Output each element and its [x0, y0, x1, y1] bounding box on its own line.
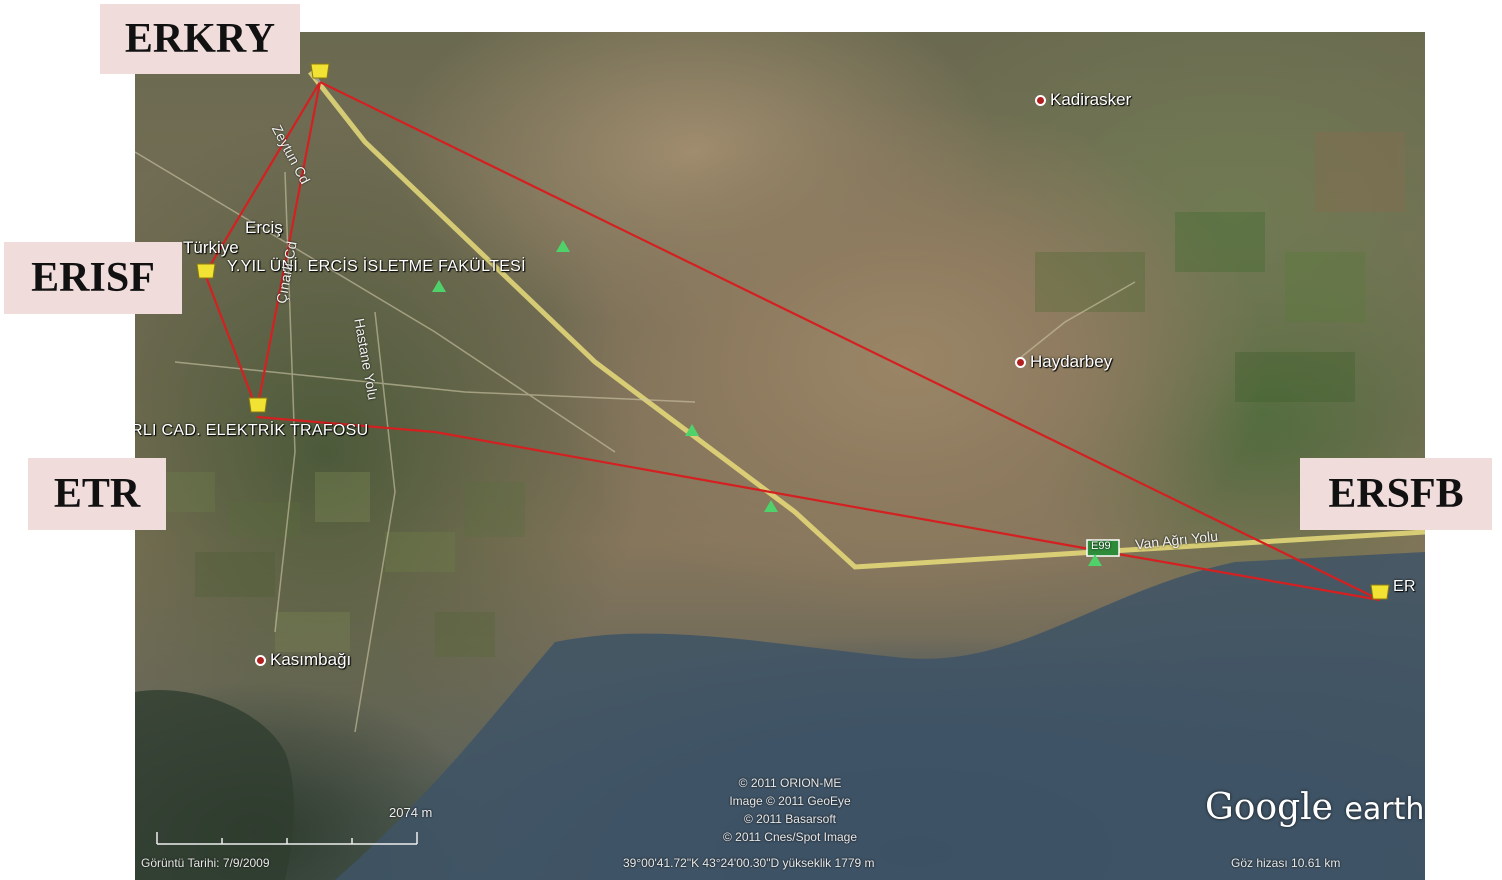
poi-faculty-label: Y.YIL ÜNİ. ERCİS İSLETME FAKÜLTESİ	[227, 258, 526, 275]
place-kasimbagi: Kasımbağı	[255, 650, 351, 670]
scale-bar	[156, 832, 418, 845]
credit-line: © 2011 ORION-ME	[738, 776, 842, 790]
place-turkiye: Türkiye	[183, 238, 239, 257]
image-date: Görüntü Tarihi: 7/9/2009	[141, 856, 270, 870]
minor-roads	[135, 151, 1136, 733]
place-ercis: Erciş	[245, 218, 283, 237]
pin-erkry[interactable]	[310, 63, 330, 83]
coordinates-readout: 39°00'41.72"K 43°24'00.30"D yükseklik 17…	[623, 856, 875, 870]
credit-line: Image © 2011 GeoEye	[729, 794, 851, 808]
place-marker-icon	[1035, 95, 1046, 107]
pin-etr[interactable]	[248, 397, 268, 413]
place-marker-icon	[255, 655, 266, 667]
poi-trafo-label: RLI CAD. ELEKTRİK TRAFOSU	[135, 422, 369, 439]
pin-ersfb[interactable]	[1370, 584, 1390, 600]
e99-shield	[1086, 539, 1120, 557]
place-kadirasker: Kadirasker	[1035, 90, 1131, 110]
callout-ersfb: ERSFB	[1300, 458, 1492, 530]
pin-erisf[interactable]	[196, 263, 216, 279]
eye-altitude: Göz hizası 10.61 km	[1231, 856, 1341, 870]
road-e99-label: E99	[1091, 540, 1111, 552]
tree-icons	[432, 240, 1102, 566]
map-overlay	[135, 63, 1425, 880]
callout-erkry: ERKRY	[100, 4, 300, 74]
satellite-map[interactable]: Kadirasker Haydarbey Kasımbağı Erciş Tür…	[135, 32, 1425, 880]
place-marker-icon	[1015, 357, 1026, 369]
place-haydarbey: Haydarbey	[1015, 352, 1112, 372]
imagery-credits: © 2011 ORION-ME Image © 2011 GeoEye © 20…	[690, 774, 890, 846]
callout-erisf: ERISF	[4, 242, 182, 314]
lake	[335, 552, 1425, 880]
callout-etr: ETR	[28, 458, 166, 530]
network-lines	[203, 81, 1381, 602]
scale-label: 2074 m	[389, 805, 433, 820]
wetland	[135, 690, 294, 880]
credit-line: © 2011 Cnes/Spot Image	[722, 830, 858, 844]
credit-line: © 2011 Basarsoft	[743, 812, 836, 826]
google-earth-logo: Google earth	[1205, 787, 1425, 828]
poi-ersfb-label: ER	[1393, 578, 1416, 595]
